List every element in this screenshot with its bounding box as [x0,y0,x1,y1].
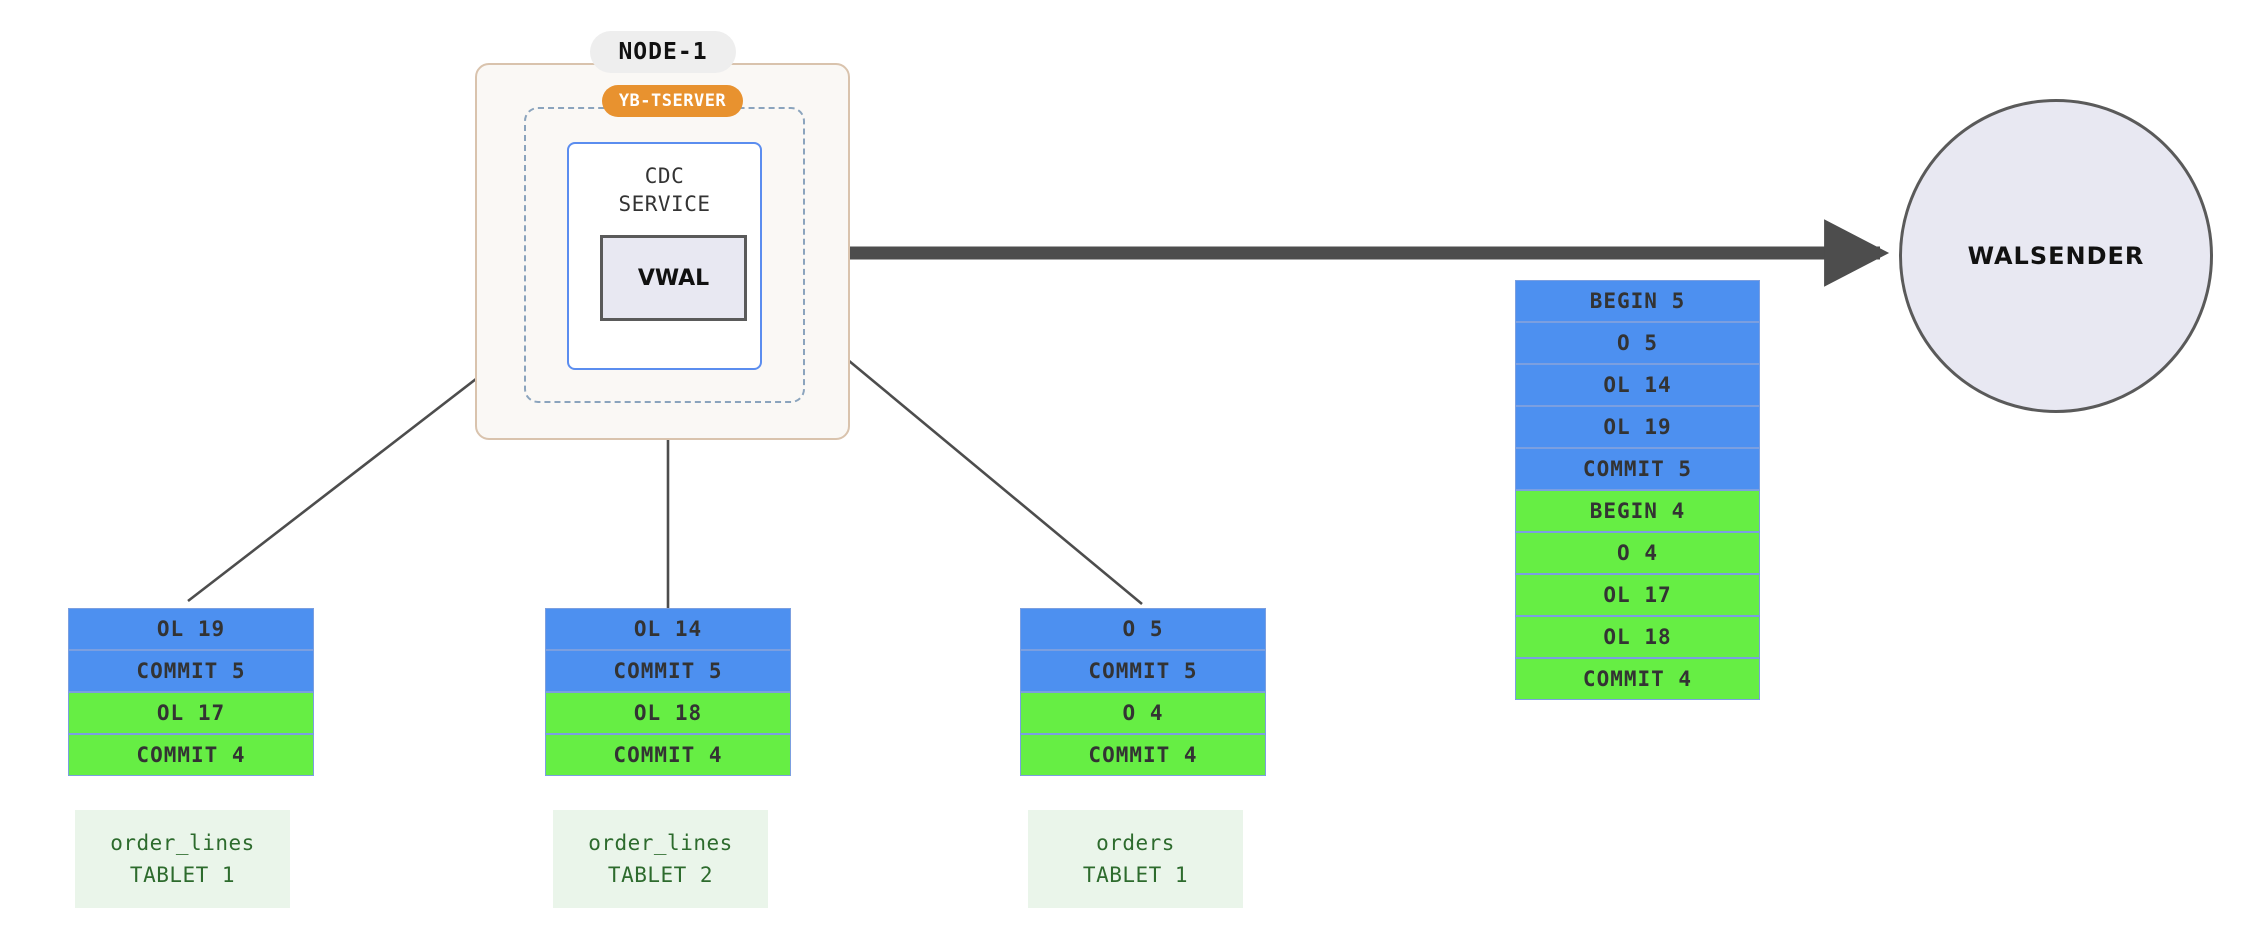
record-row: OL 17 [68,692,314,734]
record-row: COMMIT 5 [545,650,791,692]
record-row: COMMIT 5 [1020,650,1266,692]
yb-tserver-badge: YB-TSERVER [602,85,743,117]
cdc-service-label: CDC SERVICE [569,162,760,218]
cdc-service-label-line2: SERVICE [618,192,711,216]
vwal-record-row: OL 14 [1515,364,1760,406]
vwal-record-row: COMMIT 5 [1515,448,1760,490]
node-badge: NODE-1 [590,31,736,73]
record-row: O 5 [1020,608,1266,650]
walsender-node: WALSENDER [1899,99,2213,413]
record-row: OL 18 [545,692,791,734]
vwal-record-row: OL 18 [1515,616,1760,658]
tablet-table-name: orders [1096,831,1175,855]
tablet-number: TABLET 2 [607,863,714,887]
tablet-number: TABLET 1 [1082,863,1189,887]
vwal-record-row: O 5 [1515,322,1760,364]
vwal-record-row: BEGIN 5 [1515,280,1760,322]
vwal-record-row: OL 17 [1515,574,1760,616]
record-row: COMMIT 4 [68,734,314,776]
record-row: O 4 [1020,692,1266,734]
record-row: OL 14 [545,608,791,650]
vwal-record-row: COMMIT 4 [1515,658,1760,700]
vwal-record-row: O 4 [1515,532,1760,574]
vwal-record-row: OL 19 [1515,406,1760,448]
tablet-table-name: order_lines [588,831,733,855]
record-row: COMMIT 4 [545,734,791,776]
tablet-number: TABLET 1 [129,863,236,887]
vwal-record-row: BEGIN 4 [1515,490,1760,532]
tablet-table-name: order_lines [110,831,255,855]
vwal-box: VWAL [600,235,747,321]
record-row: COMMIT 5 [68,650,314,692]
record-row: OL 19 [68,608,314,650]
cdc-service-label-line1: CDC [644,164,685,188]
record-row: COMMIT 4 [1020,734,1266,776]
